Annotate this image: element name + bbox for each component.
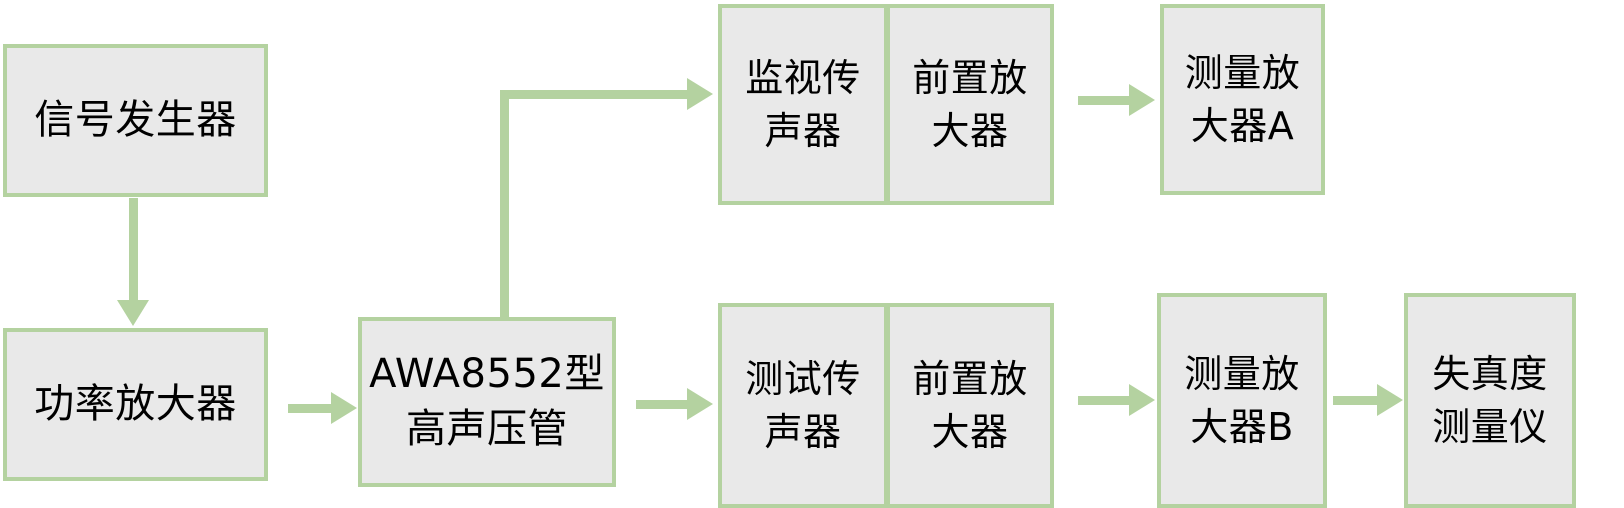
arrowhead-right-icon — [687, 388, 713, 420]
arrowhead-right-icon — [1129, 84, 1155, 116]
node-measuring-amplifier-a[interactable]: 测量放 大器A — [1160, 4, 1325, 195]
node-test-microphone-line-2: 声器 — [764, 409, 842, 454]
connector-line-horizontal — [636, 400, 688, 409]
node-test-microphone[interactable]: 测试传 声器 — [718, 303, 888, 508]
connector-line-horizontal — [288, 404, 338, 413]
node-distortion-meter[interactable]: 失真度 测量仪 — [1404, 293, 1576, 508]
node-measuring-amplifier-a-line-1: 测量放 — [1184, 51, 1301, 96]
node-monitor-microphone-line-2: 声器 — [764, 108, 842, 153]
node-awa8552-line-2: 高声压管 — [406, 406, 568, 452]
node-preamplifier-bottom[interactable]: 前置放 大器 — [886, 303, 1054, 508]
arrowhead-right-icon — [331, 392, 357, 424]
connector-line-horizontal — [1078, 96, 1134, 105]
arrowhead-down-icon — [117, 300, 149, 326]
node-preamplifier-top[interactable]: 前置放 大器 — [886, 4, 1054, 205]
arrowhead-right-icon — [1377, 384, 1403, 416]
node-signal-generator[interactable]: 信号发生器 — [3, 44, 268, 197]
node-preamplifier-top-line-2: 大器 — [931, 108, 1009, 153]
node-awa8552-high-spl-tube[interactable]: AWA8552型 高声压管 — [358, 317, 616, 487]
node-measuring-amplifier-b-line-2: 大器B — [1190, 404, 1294, 449]
node-monitor-microphone-line-1: 监视传 — [745, 56, 861, 101]
node-preamplifier-bottom-line-1: 前置放 — [912, 357, 1028, 402]
node-measuring-amplifier-a-line-2: 大器A — [1190, 103, 1295, 148]
node-signal-generator-line-1: 信号发生器 — [34, 96, 237, 143]
node-power-amplifier-line-1: 功率放大器 — [34, 380, 237, 427]
node-distortion-meter-line-1: 失真度 — [1432, 352, 1548, 397]
connector-line-vertical — [129, 198, 138, 303]
connector-line-horizontal — [500, 90, 692, 99]
node-preamplifier-bottom-line-2: 大器 — [931, 409, 1009, 454]
node-test-microphone-line-1: 测试传 — [745, 357, 861, 402]
connector-line-horizontal — [1333, 396, 1381, 405]
connector-line-vertical — [500, 90, 509, 318]
arrowhead-right-icon — [1129, 384, 1155, 416]
node-monitor-microphone[interactable]: 监视传 声器 — [718, 4, 888, 205]
node-awa8552-line-1: AWA8552型 — [369, 350, 605, 397]
node-power-amplifier[interactable]: 功率放大器 — [3, 328, 268, 481]
arrowhead-right-icon — [687, 78, 713, 110]
node-measuring-amplifier-b[interactable]: 测量放 大器B — [1157, 293, 1327, 508]
connector-line-horizontal — [1078, 396, 1134, 405]
node-measuring-amplifier-b-line-1: 测量放 — [1184, 352, 1300, 397]
node-distortion-meter-line-2: 测量仪 — [1432, 404, 1548, 449]
node-preamplifier-top-line-1: 前置放 — [912, 56, 1028, 101]
